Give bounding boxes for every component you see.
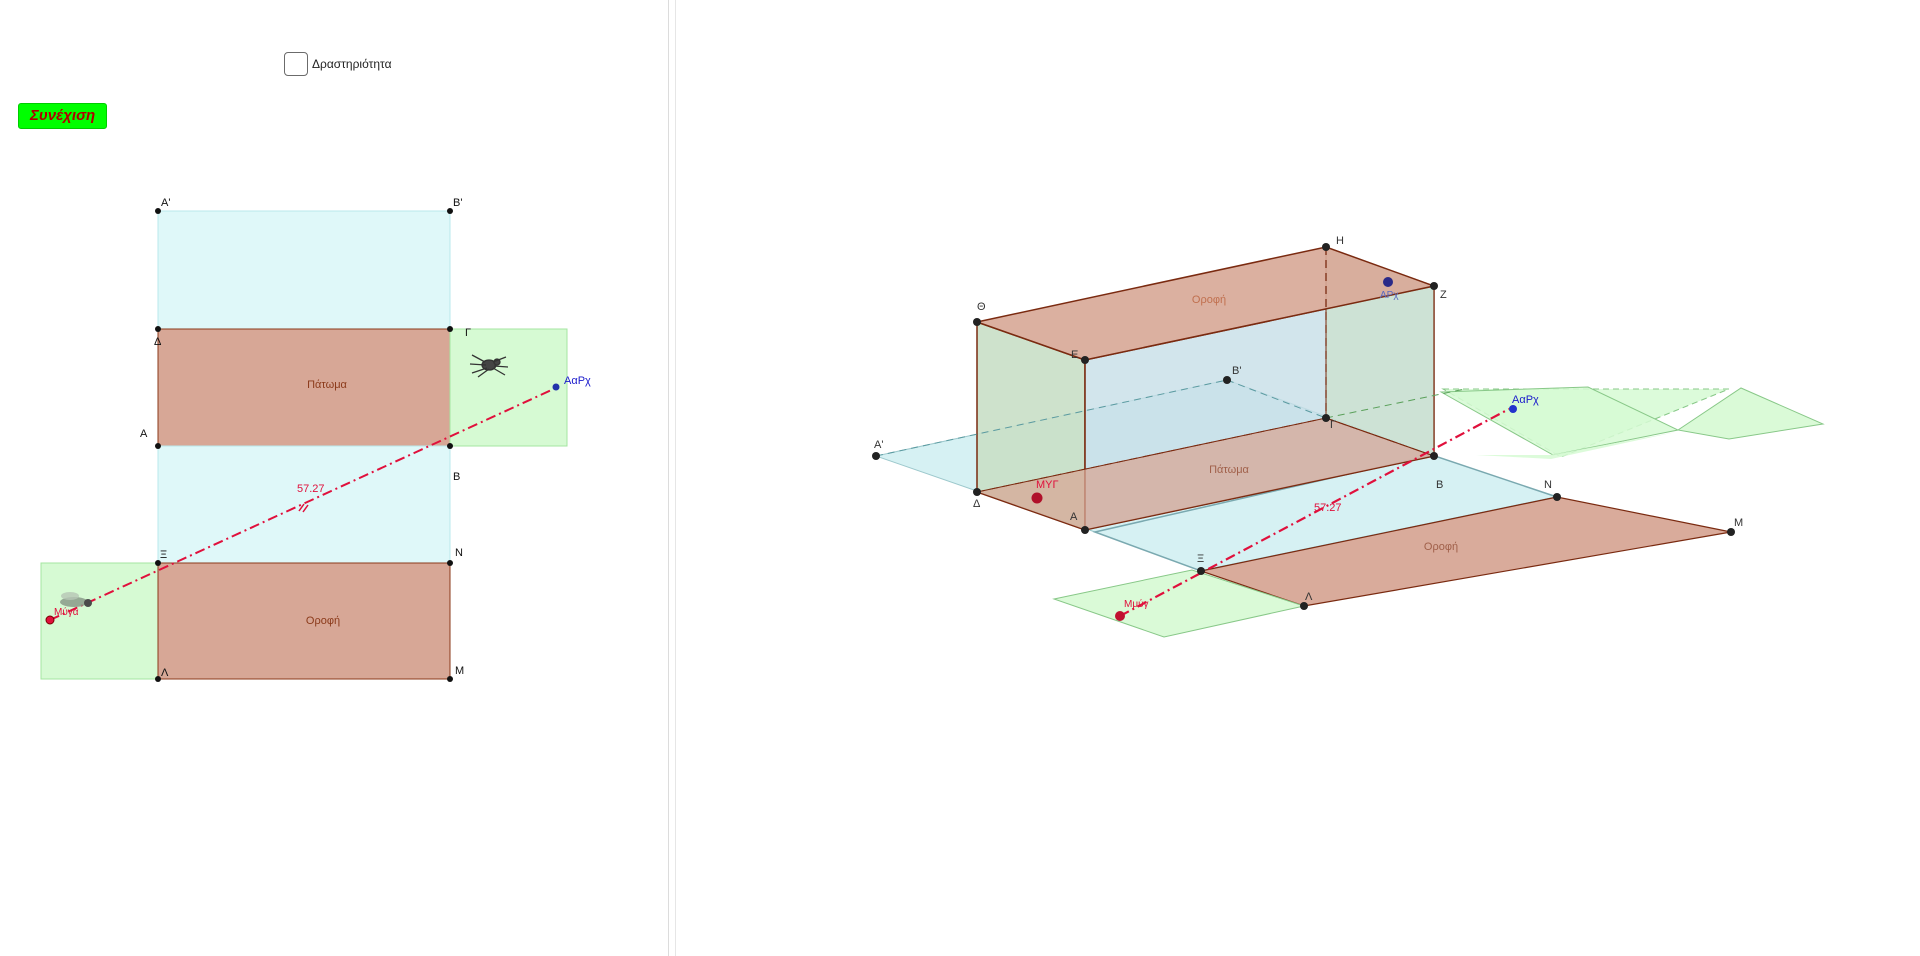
label-floor: Πάτωμα <box>1209 464 1249 476</box>
fly-point <box>45 615 55 625</box>
fly-point <box>1115 611 1125 621</box>
label-n: N <box>1544 479 1552 491</box>
label-theta: Θ <box>977 301 986 313</box>
label-xi: Ξ <box>160 549 167 561</box>
activity-checkbox[interactable]: Δραστηριότητα <box>284 52 392 76</box>
graphics-view-3d[interactable]: Θ H Z E B' Γ A' Δ A B N M Ξ Λ Οροφή Πάτω… <box>676 0 1920 956</box>
shortest-path-3d <box>1119 408 1510 617</box>
net-vertices <box>155 208 453 682</box>
label-ceiling-top: Οροφή <box>1192 294 1226 306</box>
label-delta: Δ <box>154 336 162 348</box>
label-a: A <box>1070 511 1078 523</box>
path-tick-mark <box>298 503 309 513</box>
spider-point <box>1509 405 1517 413</box>
continue-button[interactable]: Συνέχιση <box>18 103 108 129</box>
label-b: B <box>1436 479 1443 491</box>
hidden-edge-delta-gamma <box>976 417 1327 493</box>
label-n: N <box>455 547 463 559</box>
face-floor <box>157 328 451 447</box>
spider-icon <box>469 354 509 378</box>
label-distance: 57.27 <box>297 483 325 495</box>
label-spider: ΑαΡχ <box>1512 394 1539 406</box>
label-xi: Ξ <box>1197 553 1204 565</box>
label-fly-box: ΜΥΓ <box>1036 479 1059 491</box>
view-divider[interactable] <box>668 0 676 956</box>
graphics-view-2d[interactable]: Δραστηριότητα Συνέχιση <box>0 0 668 956</box>
label-z: Z <box>1440 289 1447 301</box>
hidden-edge-gamma-b <box>1325 417 1435 457</box>
net-2d-drawing: A' B' Δ Γ A B Ξ N Λ M Πάτωμα Οροφή ΑαΡχ … <box>40 197 591 682</box>
label-delta: Δ <box>973 498 981 510</box>
plane-side-right-front <box>1676 387 1825 440</box>
box-vertices <box>872 243 1735 610</box>
label-distance: 57.27 <box>1314 502 1342 514</box>
label-b-prime: B' <box>1232 365 1241 377</box>
label-lambda: Λ <box>161 667 169 679</box>
label-gamma: Γ <box>1330 419 1336 431</box>
face-ab-xin <box>157 445 451 564</box>
label-b-prime: B' <box>453 197 462 209</box>
label-a-prime: A' <box>161 197 170 209</box>
box-3d-drawing: Θ H Z E B' Γ A' Δ A B N M Ξ Λ Οροφή Πάτω… <box>872 235 1825 638</box>
face-ceiling <box>157 562 451 680</box>
shortest-path-line <box>49 386 559 621</box>
label-a: A <box>140 428 148 440</box>
label-spider: ΑαΡχ <box>564 375 591 387</box>
label-a-prime: A' <box>874 439 883 451</box>
label-b: B <box>453 471 460 483</box>
checkbox-square[interactable] <box>284 52 308 76</box>
label-h: H <box>1336 235 1344 247</box>
label-gamma: Γ <box>465 327 471 339</box>
label-fly: Μμύγ <box>1124 598 1149 610</box>
label-spider-top: ΑΡχ <box>1380 290 1399 301</box>
label-lambda: Λ <box>1305 591 1313 603</box>
label-fly: Μύγα <box>54 606 79 618</box>
label-floor: Πάτωμα <box>307 379 347 391</box>
fly-icon <box>60 592 92 607</box>
label-m: M <box>455 665 464 677</box>
label-e: E <box>1071 349 1078 361</box>
label-ceiling: Οροφή <box>306 615 340 627</box>
face-a-prime-b-prime <box>157 210 451 330</box>
spider-point-top <box>1383 277 1393 287</box>
face-side-left <box>40 562 159 680</box>
face-side-right <box>449 328 568 447</box>
fly-point-box <box>1031 492 1043 504</box>
label-ceiling-unfolded: Οροφή <box>1424 541 1458 553</box>
hidden-edge-b-prime-gamma <box>1226 379 1327 419</box>
label-m: M <box>1734 517 1743 529</box>
spider-point <box>552 383 560 391</box>
activity-label: Δραστηριότητα <box>312 57 392 71</box>
